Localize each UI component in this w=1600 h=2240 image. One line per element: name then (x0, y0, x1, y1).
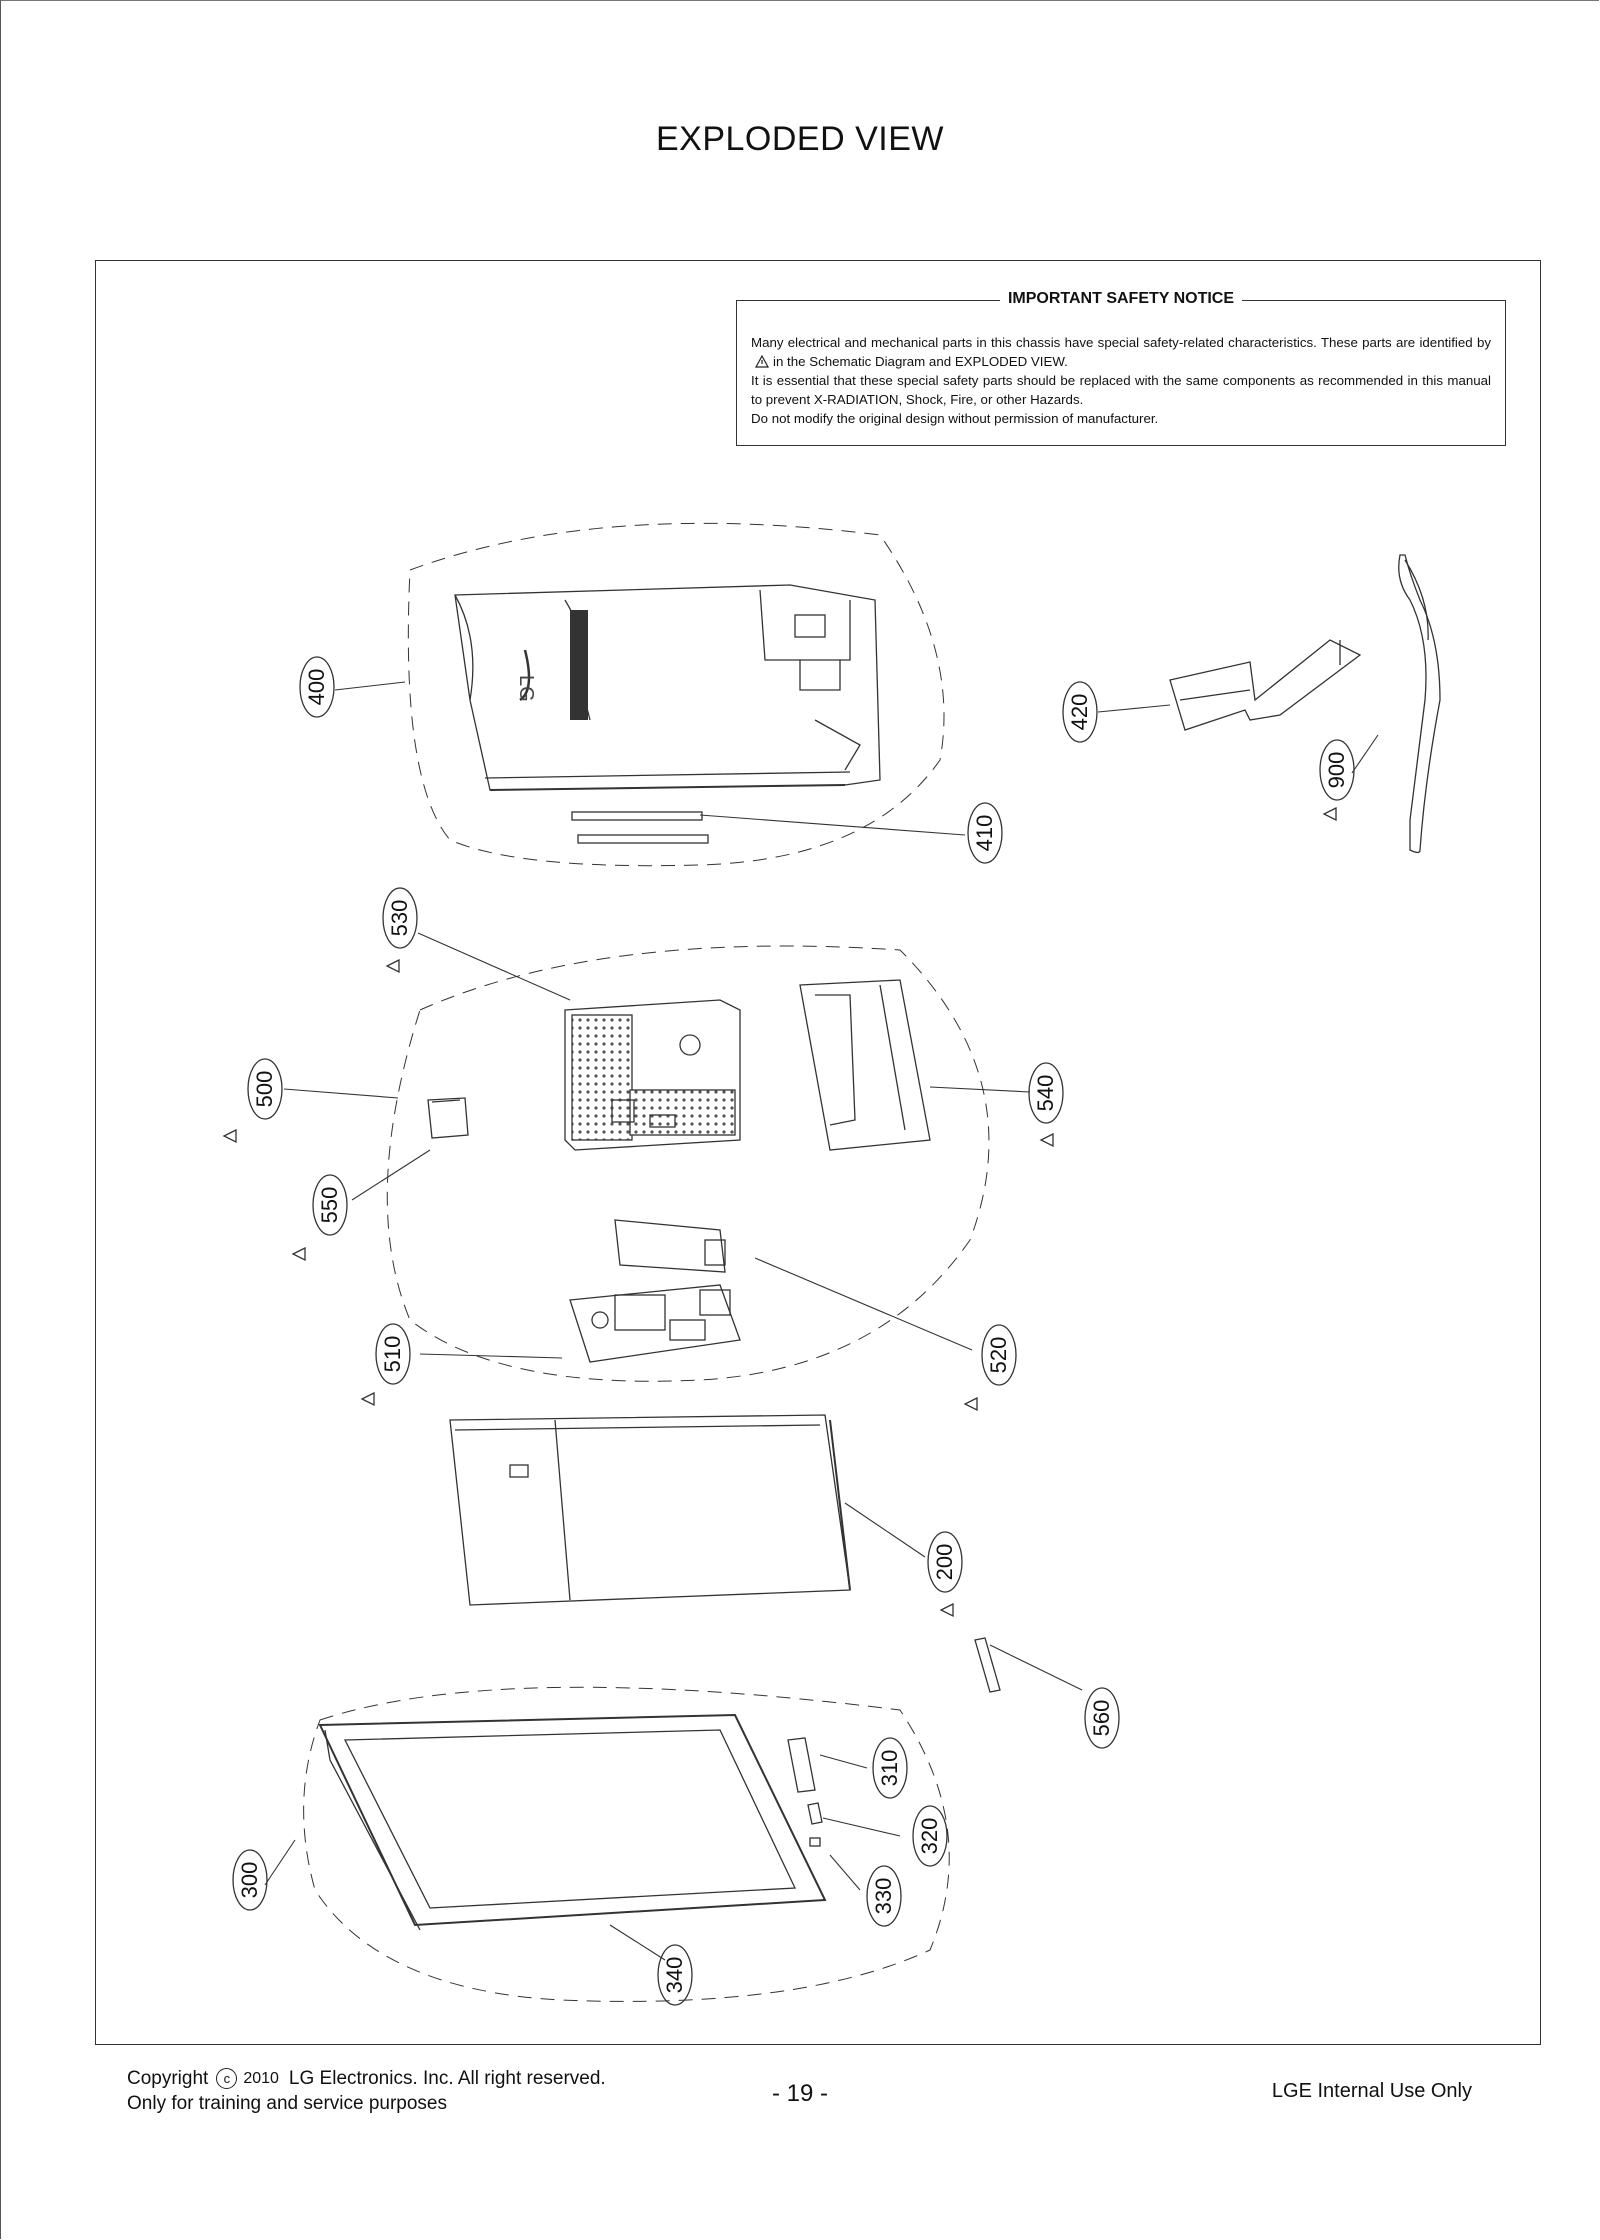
part-front-cabinet-300 (318, 1713, 827, 1931)
part-cover-bracket-540 (799, 979, 931, 1151)
callout-label-330: 330 (871, 1878, 896, 1915)
part-sensor-330 (809, 1837, 821, 1847)
callout-320 (912, 1805, 948, 1867)
callout-label-300: 300 (237, 1862, 262, 1899)
safety-triangles (222, 806, 1337, 1618)
callout-520 (981, 1324, 1017, 1386)
part-shield-550 (427, 1097, 469, 1139)
exploded-view-frame (95, 260, 1541, 2045)
part-back-cover-400: LG (454, 584, 881, 791)
callout-label-310: 310 (877, 1750, 902, 1787)
callout-label-200: 200 (932, 1544, 957, 1581)
callout-340 (657, 1944, 693, 2006)
safety-warning-icon (385, 958, 400, 974)
part-small-board-520 (614, 1219, 726, 1273)
copyright-year: 2010 (243, 2070, 279, 2087)
safety-notice-line1: Many electrical and mechanical parts in … (751, 335, 1491, 350)
svg-text:LG: LG (515, 675, 537, 702)
callout-420 (1062, 681, 1098, 743)
part-side-bracket-560 (974, 1637, 1001, 1693)
callout-label-900: 900 (1324, 752, 1349, 789)
callout-330 (866, 1865, 902, 1927)
part-power-board-510 (569, 1284, 741, 1363)
callout-900 (1319, 739, 1355, 801)
safety-warning-icon (1039, 1132, 1054, 1148)
callout-label-510: 510 (380, 1336, 405, 1373)
safety-warning-icon (291, 1246, 306, 1262)
callout-310 (872, 1737, 908, 1799)
part-main-board-530 (564, 999, 741, 1151)
callout-560 (1084, 1687, 1120, 1749)
copyright-company: LG Electronics. Inc. All right reserved. (288, 2068, 606, 2089)
group-outline-front-cabinet (303, 1686, 950, 2002)
leader-lines (264, 681, 1379, 1961)
footer-purpose: Only for training and service purposes (127, 2093, 447, 2114)
safety-warning-icon (963, 1396, 978, 1412)
callout-550 (312, 1174, 348, 1236)
safety-notice-title: IMPORTANT SAFETY NOTICE (999, 290, 1243, 307)
vent-slots (570, 610, 588, 720)
callout-label-520: 520 (986, 1337, 1011, 1374)
safety-warning-icon (755, 355, 769, 368)
callout-label-560: 560 (1089, 1700, 1114, 1737)
footer-copyright: Copyright c 2010 LG Electronics. Inc. Al… (127, 2066, 606, 2116)
safety-notice-line2: It is essential that these special safet… (751, 373, 1491, 407)
part-button-310 (787, 1737, 816, 1793)
safety-warning-icon (360, 1391, 375, 1407)
callout-label-550: 550 (317, 1187, 342, 1224)
group-outline-boards (386, 945, 990, 1382)
safety-notice-body: Many electrical and mechanical parts in … (751, 333, 1491, 428)
callout-label-410: 410 (972, 815, 997, 852)
group-outline-back-cover (407, 522, 945, 867)
safety-notice-box: IMPORTANT SAFETY NOTICE Many electrical … (736, 290, 1506, 446)
callout-510 (375, 1323, 411, 1385)
callout-530 (382, 887, 418, 949)
callout-label-540: 540 (1033, 1075, 1058, 1112)
safety-warning-icon (939, 1602, 954, 1618)
part-stand-base-900 (1398, 554, 1441, 854)
page-number: - 19 - (771, 2080, 828, 2107)
copyright-label: Copyright (127, 2068, 209, 2089)
callout-label-530: 530 (387, 900, 412, 937)
callout-300 (232, 1849, 268, 1911)
callout-label-340: 340 (662, 1957, 687, 1994)
callout-400 (299, 656, 335, 718)
callout-label-500: 500 (252, 1071, 277, 1108)
copyright-icon: c (216, 2068, 238, 2089)
footer-internal-use: LGE Internal Use Only (1271, 2080, 1472, 2102)
safety-notice-line1-end: in the Schematic Diagram and EXPLODED VI… (773, 354, 1068, 369)
safety-warning-icon (1322, 806, 1337, 822)
part-bracket-410 (571, 811, 709, 844)
part-stand-neck-420 (1169, 639, 1362, 731)
callout-labels: 400 410 420 900 530 500 540 550 510 520 … (237, 669, 1349, 1994)
callout-410 (967, 802, 1003, 864)
callout-label-320: 320 (917, 1818, 942, 1855)
callout-200 (927, 1531, 963, 1593)
safety-warning-icon (222, 1128, 237, 1144)
callout-500 (247, 1058, 283, 1120)
part-led-320 (807, 1802, 823, 1825)
part-lcd-panel-200 (449, 1414, 851, 1606)
callout-label-400: 400 (304, 669, 329, 706)
callout-label-420: 420 (1067, 694, 1092, 731)
safety-notice-line3: Do not modify the original design withou… (751, 411, 1159, 426)
callout-540 (1028, 1062, 1064, 1124)
page-title: EXPLODED VIEW (655, 120, 944, 158)
